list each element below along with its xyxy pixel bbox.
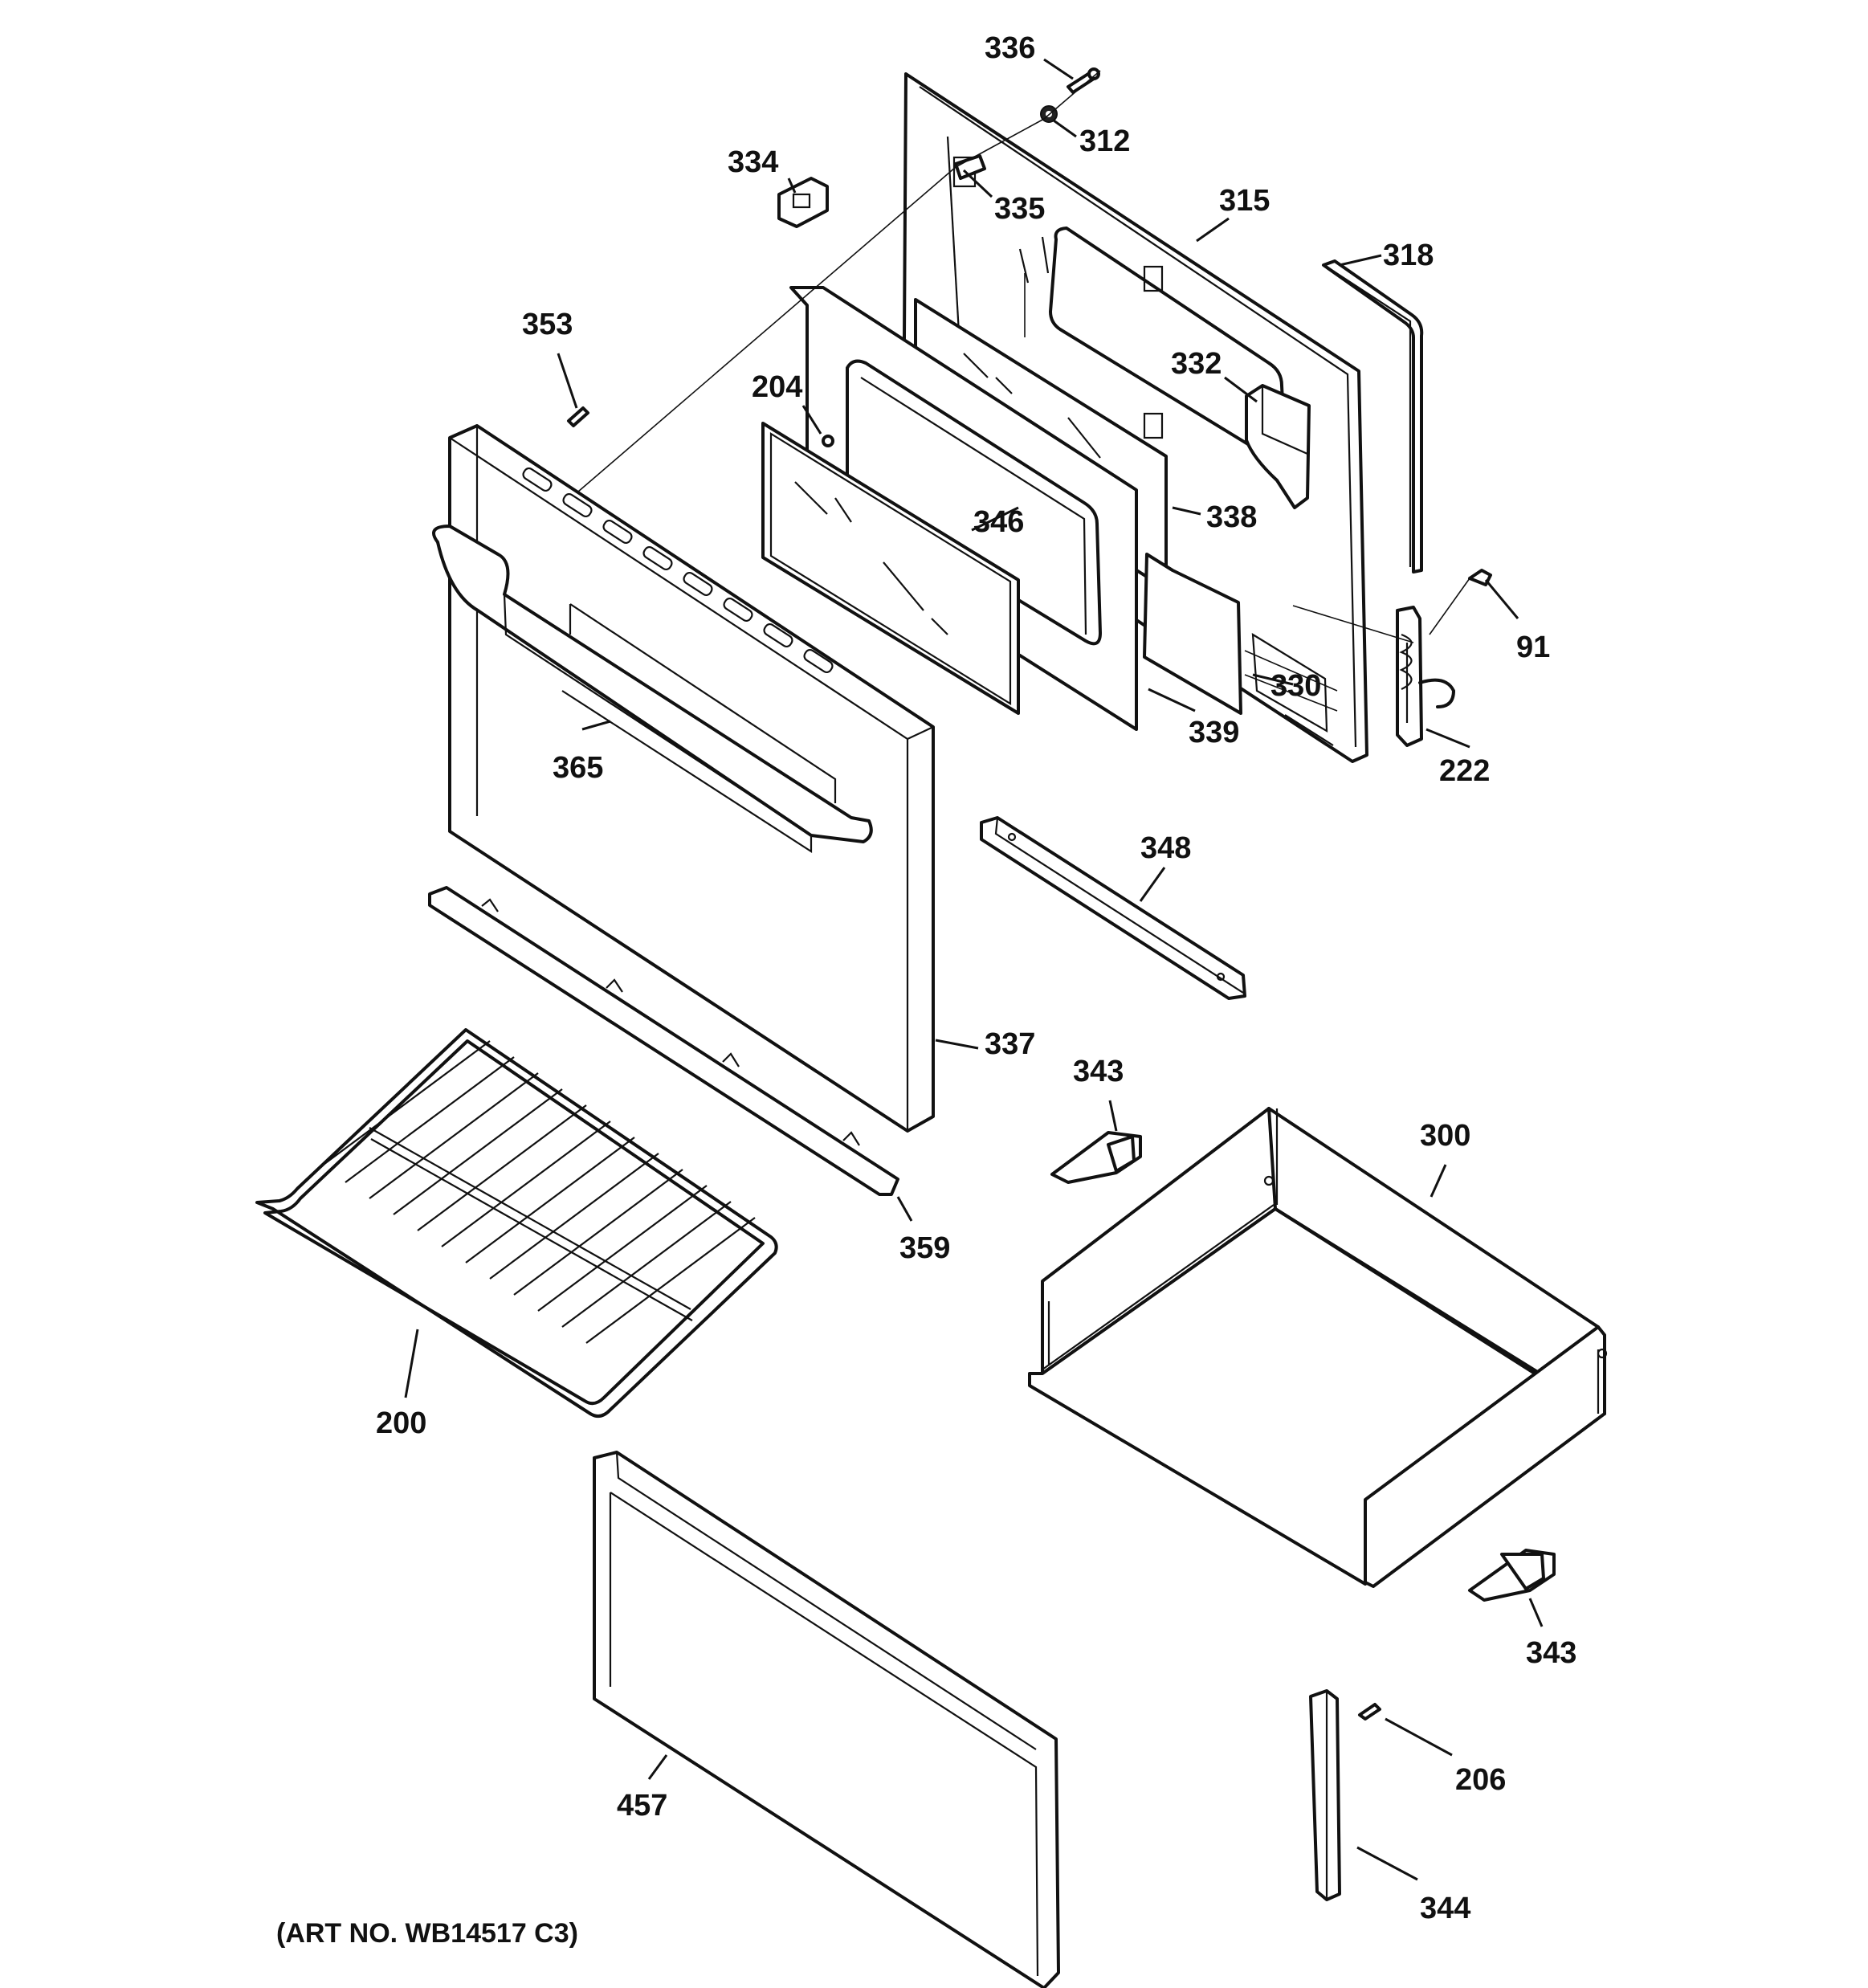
part-insulation-330 xyxy=(1143,553,1338,715)
leader-lines xyxy=(404,58,1544,1881)
part-door-trim-359 xyxy=(428,886,899,1196)
callout-300: 300 xyxy=(1420,1119,1470,1153)
callout-315: 315 xyxy=(1219,184,1270,218)
callout-457: 457 xyxy=(617,1789,667,1823)
assembly-lines xyxy=(577,70,1470,643)
part-insulation-332 xyxy=(1245,384,1311,509)
callout-200: 200 xyxy=(376,1406,426,1440)
callout-338: 338 xyxy=(1206,500,1257,534)
part-screw-353 xyxy=(567,406,589,427)
callout-339: 339 xyxy=(1189,716,1239,749)
callout-348: 348 xyxy=(1140,831,1191,865)
callout-330: 330 xyxy=(1270,669,1321,703)
callout-334: 334 xyxy=(728,145,778,179)
part-bracket-334 xyxy=(777,177,829,228)
callout-204: 204 xyxy=(752,370,802,404)
part-drawer-300 xyxy=(1028,1107,1608,1588)
part-drawer-front-457 xyxy=(593,1451,1060,1988)
part-drawer-support-343-bottom xyxy=(1468,1549,1556,1602)
part-drawer-support-343-top xyxy=(1050,1131,1142,1184)
callout-206: 206 xyxy=(1455,1763,1506,1797)
part-screw-336 xyxy=(1067,67,1100,94)
callout-labels: 336 312 334 335 315 318 353 204 332 346 … xyxy=(376,31,1576,1925)
part-oven-rack-200 xyxy=(255,1028,778,1419)
callout-332: 332 xyxy=(1171,347,1222,381)
part-screw-206 xyxy=(1358,1703,1381,1721)
part-door-handle-365 xyxy=(432,525,873,854)
callout-336: 336 xyxy=(985,31,1035,65)
callout-318: 318 xyxy=(1383,239,1434,272)
callout-335: 335 xyxy=(994,192,1045,226)
part-hinge-222 xyxy=(1396,606,1455,747)
callout-365: 365 xyxy=(553,751,603,785)
part-bracket-348 xyxy=(980,816,1246,1000)
art-number-caption: (ART NO. WB14517 C3) xyxy=(276,1918,578,1949)
callout-222: 222 xyxy=(1439,754,1490,788)
part-inner-door-panel-339 xyxy=(789,286,1138,731)
callout-343-bottom: 343 xyxy=(1526,1636,1576,1670)
part-drawer-trim-344 xyxy=(1309,1689,1341,1901)
callout-344: 344 xyxy=(1420,1892,1470,1925)
callout-346: 346 xyxy=(973,505,1024,539)
callout-91: 91 xyxy=(1516,631,1550,664)
callout-312: 312 xyxy=(1079,125,1130,158)
part-door-strip-318 xyxy=(1322,259,1424,574)
callout-353: 353 xyxy=(522,308,573,341)
part-screw-204 xyxy=(822,435,834,447)
callout-337: 337 xyxy=(985,1027,1035,1061)
callout-343-top: 343 xyxy=(1073,1055,1124,1088)
callout-359: 359 xyxy=(899,1231,950,1265)
part-outer-glass-346 xyxy=(761,422,1020,715)
part-outer-door-337 xyxy=(448,424,935,1133)
